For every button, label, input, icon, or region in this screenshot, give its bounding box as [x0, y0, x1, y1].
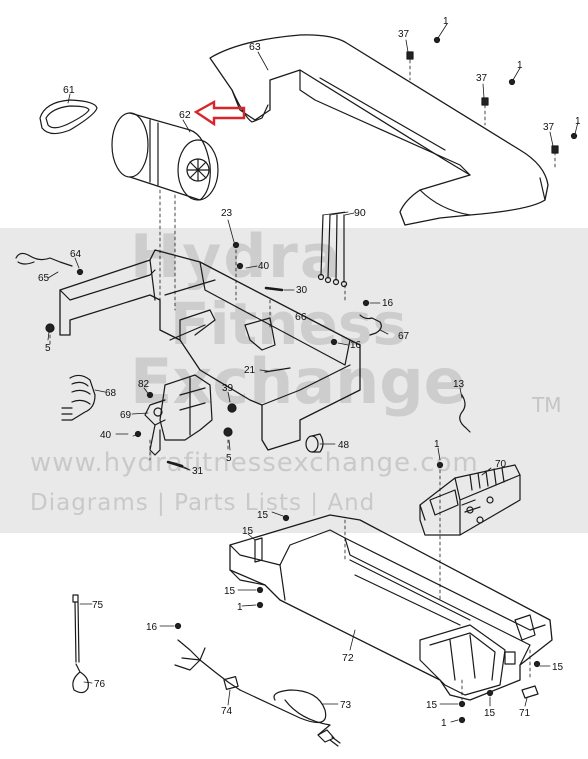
callout-70: 70: [495, 459, 507, 470]
ground-wire-part: [15, 252, 73, 267]
callout-15: 15: [242, 526, 254, 537]
callout-62: 62: [179, 109, 191, 121]
wire-leads-part: [317, 214, 348, 288]
controller-board-part: [419, 464, 521, 536]
motor-hood-part: [209, 34, 549, 226]
motor-frame-part: [59, 249, 361, 451]
callout-16: 16: [350, 340, 362, 351]
callout-39: 39: [222, 383, 234, 394]
callout-64: 64: [70, 249, 82, 260]
watermark-trademark: TM: [532, 393, 562, 417]
callout-5: 5: [226, 453, 232, 464]
callout-65: 65: [38, 273, 50, 284]
callout-37: 37: [476, 73, 488, 84]
callout-67: 67: [398, 331, 410, 342]
bolt-part-31: [166, 460, 184, 468]
callout-1: 1: [434, 439, 440, 450]
callout-61: 61: [63, 84, 75, 96]
callout-37: 37: [398, 29, 410, 40]
power-harness-part: [174, 639, 241, 691]
callout-63: 63: [249, 41, 261, 53]
wire-harness-part: [61, 374, 96, 421]
base-pan-part: [229, 514, 553, 701]
watermark-band: [0, 228, 588, 533]
callout-1: 1: [237, 602, 243, 613]
callout-40: 40: [100, 430, 112, 441]
axle-part-30: [264, 286, 284, 292]
callout-16: 16: [146, 622, 158, 633]
callout-82: 82: [138, 379, 150, 390]
tie-loop-part: [72, 663, 89, 694]
callout-74: 74: [221, 706, 233, 717]
switch-part: [521, 685, 539, 699]
callout-40: 40: [258, 261, 270, 272]
drive-motor-part: [111, 112, 219, 201]
callout-73: 73: [340, 700, 352, 711]
callout-68: 68: [105, 388, 117, 399]
callout-48: 48: [338, 440, 350, 451]
callout-37: 37: [543, 122, 555, 133]
callout-75: 75: [92, 600, 104, 611]
cable-tie-part: [72, 594, 80, 663]
callout-15: 15: [484, 708, 496, 719]
callout-15: 15: [552, 662, 564, 673]
alignment-lines: [49, 59, 556, 701]
callout-90: 90: [354, 207, 366, 219]
callout-1: 1: [443, 16, 449, 27]
callout-labels: 1 1 1 37 37 37 63 61 62 90 23 64 65 40 3…: [38, 16, 581, 729]
jumper-wire-part: [459, 394, 471, 433]
watermark-footer: Diagrams | Parts Lists | And: [30, 490, 376, 516]
drive-belt-part: [39, 99, 98, 135]
callout-72: 72: [342, 652, 354, 664]
callout-1: 1: [441, 718, 447, 729]
callout-69: 69: [120, 410, 132, 421]
watermark-url: www.hydrafitnessexchange.com: [30, 448, 479, 478]
callout-15: 15: [426, 700, 438, 711]
hardware-fasteners: [45, 36, 578, 724]
watermark-brand-line3: Exchange: [130, 345, 466, 418]
pin-part-21: [264, 367, 291, 373]
callout-5: 5: [45, 343, 51, 354]
callout-71: 71: [519, 708, 531, 719]
callout-1: 1: [575, 116, 581, 127]
callout-23: 23: [221, 208, 233, 219]
highlight-arrow: [193, 99, 246, 127]
callout-76: 76: [94, 679, 106, 690]
callout-66: 66: [295, 311, 307, 323]
callout-15: 15: [257, 510, 269, 521]
sensor-wire-part: [359, 314, 382, 336]
leader-lines: [47, 23, 579, 723]
bumper-part: [305, 433, 324, 453]
callout-15: 15: [224, 586, 236, 597]
power-cord-part: [239, 689, 341, 747]
incline-motor-part: [144, 374, 213, 456]
callout-21: 21: [244, 365, 256, 376]
callout-13: 13: [453, 379, 465, 390]
callout-16: 16: [382, 298, 394, 309]
callout-31: 31: [192, 466, 204, 477]
callout-30: 30: [296, 285, 308, 296]
callout-1: 1: [517, 60, 523, 71]
